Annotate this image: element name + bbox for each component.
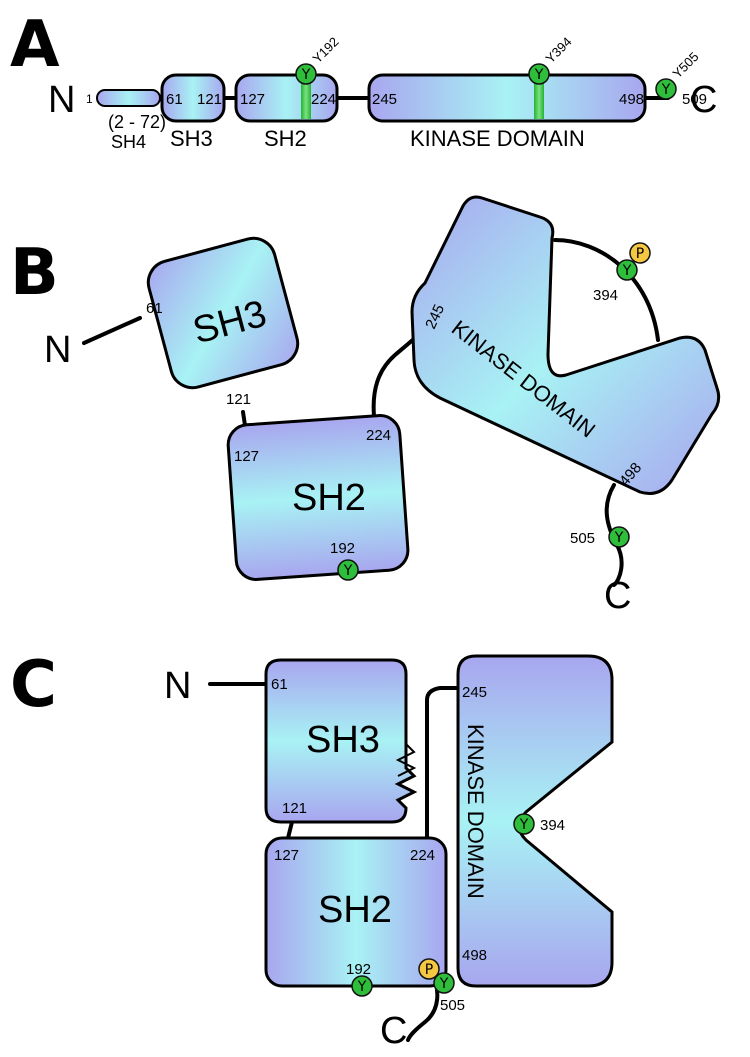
svg-text:Y: Y xyxy=(622,263,632,279)
residue-61-a: 61 xyxy=(166,91,183,108)
panel-label-b: B xyxy=(10,236,59,310)
c-terminus-c: C xyxy=(380,1010,407,1052)
sh3-label-c: SH3 xyxy=(306,719,380,761)
residue-245-c: 245 xyxy=(462,684,487,701)
sh2-domain-b xyxy=(226,414,410,581)
tyrosine-y394-icon: Y xyxy=(528,63,550,85)
kinase-domain-a xyxy=(367,73,647,123)
tyrosine-y505-icon: Y xyxy=(655,78,677,100)
tyrosine-505-b-icon: Y xyxy=(608,526,630,548)
tyrosine-192-b-icon: Y xyxy=(337,559,359,581)
residue-394-c: 394 xyxy=(540,817,565,834)
svg-text:Y: Y xyxy=(343,563,353,579)
sh4-label-a: SH4 xyxy=(111,132,146,152)
svg-text:Y: Y xyxy=(439,976,449,992)
kinase-label-a: KINASE DOMAIN xyxy=(410,126,585,151)
sh3-domain-b xyxy=(146,236,300,390)
svg-text:Y: Y xyxy=(301,67,311,83)
sh4-range-a: (2 - 72) xyxy=(108,112,166,132)
sh3-domain-a xyxy=(160,73,226,123)
svg-text:P: P xyxy=(636,246,644,262)
residue-121-c: 121 xyxy=(282,800,307,817)
residue-224-b: 224 xyxy=(366,427,391,444)
residue-127-b: 127 xyxy=(234,448,259,465)
panel-c: C N C SH3 61 121 SH2 127 224 192 Y KINAS… xyxy=(10,648,614,1052)
residue-121-b: 121 xyxy=(226,391,251,408)
residue-121-a: 121 xyxy=(197,91,222,108)
residue-61-b: 61 xyxy=(146,300,163,317)
residue-224-a: 224 xyxy=(311,91,336,108)
y192-stripe-a xyxy=(301,77,311,119)
sh3-domain-c xyxy=(264,658,418,824)
n-terminus-a: N xyxy=(48,79,75,121)
site-y192-label: Y192 xyxy=(310,34,342,66)
residue-498-a: 498 xyxy=(619,91,644,108)
sh3-label-a: SH3 xyxy=(170,126,213,151)
site-y505-label: Y505 xyxy=(670,49,702,81)
residue-245-a: 245 xyxy=(372,91,397,108)
residue-1-a: 1 xyxy=(86,92,93,106)
sh2-label-b: SH2 xyxy=(292,477,366,519)
residue-498-c: 498 xyxy=(462,947,487,964)
panel-b: B N C SH3 61 121 SH2 127 224 192 Y KINAS… xyxy=(10,195,721,617)
n-terminus-c: N xyxy=(164,665,191,707)
tyrosine-y192-icon: Y xyxy=(295,63,317,85)
phospho-505-c-icon: P xyxy=(418,958,440,980)
kinase-domain-c xyxy=(456,654,614,988)
tyrosine-505-c-icon: Y xyxy=(433,972,455,994)
residue-127-c: 127 xyxy=(274,847,299,864)
site-y394-label: Y394 xyxy=(543,34,575,66)
kinase-domain-b xyxy=(410,195,721,495)
residue-509-a: 509 xyxy=(682,91,707,108)
svg-text:Y: Y xyxy=(357,979,367,995)
linker-n-sh3-b xyxy=(82,316,142,345)
c-terminus-a: C xyxy=(690,79,717,121)
sh2-domain-a xyxy=(234,73,339,123)
svg-text:Y: Y xyxy=(661,82,671,98)
tyrosine-394-c-icon: Y xyxy=(513,813,535,835)
kinase-label-c: KINASE DOMAIN xyxy=(463,724,488,899)
svg-text:Y: Y xyxy=(519,817,529,833)
sh2-label-a: SH2 xyxy=(264,126,307,151)
y394-stripe-a xyxy=(534,77,544,119)
residue-192-b: 192 xyxy=(330,540,355,557)
svg-text:Y: Y xyxy=(614,530,624,546)
sh3-kinase-contact-icon xyxy=(395,743,417,777)
residue-127-a: 127 xyxy=(240,91,265,108)
residue-394-b: 394 xyxy=(593,287,618,304)
residue-505-b: 505 xyxy=(570,530,595,547)
residue-224-c: 224 xyxy=(410,847,435,864)
linker-sh2-kinase-c xyxy=(425,686,460,840)
panel-a: A N C 1 (2 - 72) SH4 61 121 SH3 127 224 … xyxy=(10,8,717,152)
svg-text:Y: Y xyxy=(534,67,544,83)
panel-label-c: C xyxy=(10,648,57,722)
linker-sh3-sh2-c xyxy=(286,820,294,840)
sh2-label-c: SH2 xyxy=(318,889,392,931)
phospho-394-b-icon: P xyxy=(629,242,651,264)
svg-text:P: P xyxy=(425,962,433,978)
n-terminus-b: N xyxy=(44,329,71,371)
residue-505-c: 505 xyxy=(440,997,465,1014)
residue-61-c: 61 xyxy=(271,676,288,693)
residue-192-c: 192 xyxy=(346,961,371,978)
tyrosine-394-b-icon: Y xyxy=(616,259,638,281)
tyrosine-192-c-icon: Y xyxy=(351,975,373,997)
panel-label-a: A xyxy=(10,8,60,82)
sh4-domain-a xyxy=(96,89,161,107)
